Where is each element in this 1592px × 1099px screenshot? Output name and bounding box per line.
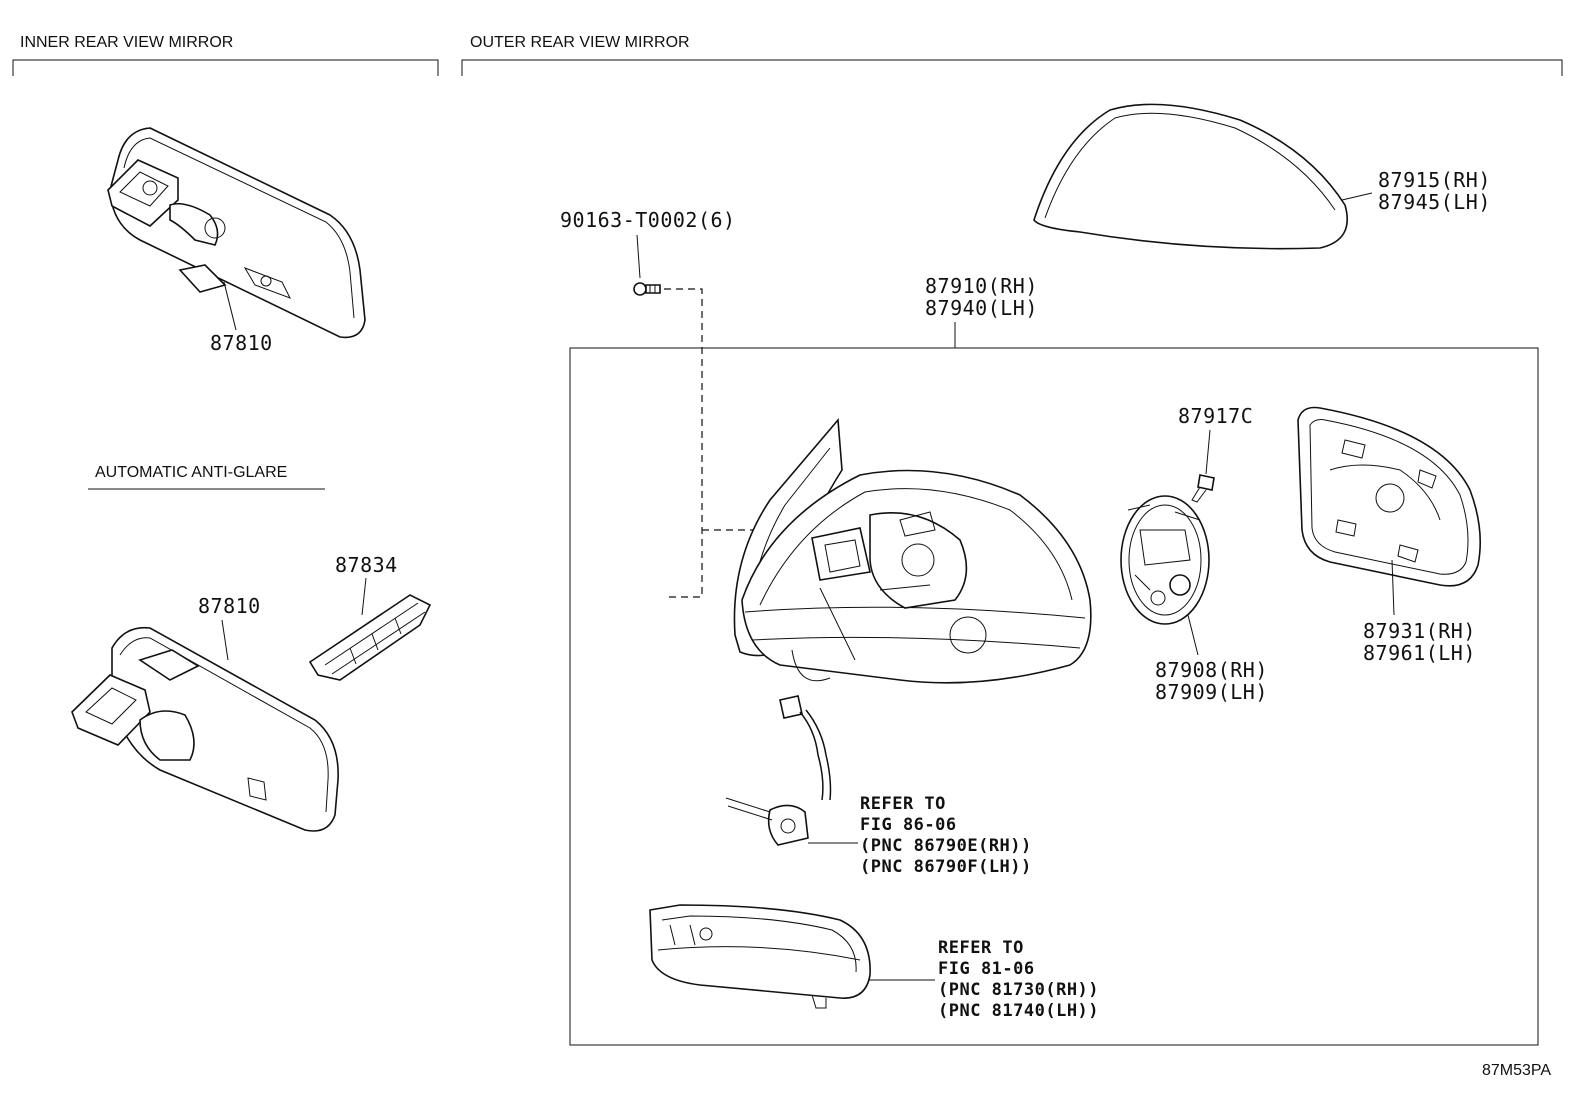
ref2-line4: (PNC 81740(LH)) — [938, 1001, 1099, 1021]
outer-mirror-bracket — [461, 59, 1563, 76]
part-87908-rh: 87908(RH) — [1155, 658, 1268, 682]
ref1-line1: REFER TO — [860, 794, 946, 814]
inner-mirror-drawing — [107, 127, 366, 339]
mirror-housing-assembly — [733, 418, 1092, 684]
anti-glare-mirror-drawing — [71, 626, 339, 832]
part-87931-rh: 87931(RH) — [1363, 619, 1476, 643]
ref1-line2: FIG 86-06 — [860, 815, 957, 835]
part-90163: 90163-T0002(6) — [560, 208, 736, 232]
part-87917c: 87917C — [1178, 404, 1253, 428]
ref1-line4: (PNC 86790F(LH)) — [860, 857, 1032, 877]
part-87810-inner: 87810 — [210, 331, 273, 355]
leader-87915 — [1341, 192, 1373, 201]
ref2-line3: (PNC 81730(RH)) — [938, 980, 1099, 1000]
wire-harness — [725, 695, 832, 846]
part-87945-lh: 87945(LH) — [1378, 190, 1491, 214]
mirror-glass-87931 — [1297, 406, 1482, 587]
ref2-line2: FIG 81-06 — [938, 959, 1035, 979]
leader-90163 — [636, 234, 641, 279]
sensor-bracket-87834 — [308, 594, 432, 681]
leader-87917c — [1205, 429, 1211, 475]
leader-87810a — [223, 281, 237, 331]
part-87909-lh: 87909(LH) — [1155, 680, 1268, 704]
leader-87908 — [1187, 614, 1199, 656]
part-87834: 87834 — [335, 553, 398, 577]
part-87910-rh: 87910(RH) — [925, 274, 1038, 298]
mirror-cover-87915 — [1033, 103, 1349, 250]
mirror-actuator-87908 — [1120, 495, 1210, 625]
part-87810-anti-glare: 87810 — [198, 594, 261, 618]
turn-signal-lamp — [649, 904, 871, 1009]
screw-90163 — [633, 282, 661, 296]
ref1-line3: (PNC 86790E(RH)) — [860, 836, 1032, 856]
anti-glare-header: AUTOMATIC ANTI-GLARE — [95, 464, 287, 481]
outer-mirror-header: OUTER REAR VIEW MIRROR — [470, 34, 690, 51]
diagram-code: 87M53PA — [1482, 1062, 1551, 1079]
ref2-line1: REFER TO — [938, 938, 1024, 958]
screw-87917c — [1191, 474, 1215, 503]
leader-87810b — [221, 619, 229, 661]
leader-87931 — [1391, 559, 1395, 616]
part-87961-lh: 87961(LH) — [1363, 641, 1476, 665]
leader-87834 — [361, 577, 367, 616]
part-87940-lh: 87940(LH) — [925, 296, 1038, 320]
inner-mirror-bracket — [12, 59, 439, 76]
screw-dashed-path — [664, 288, 703, 598]
outer-mirror-assembly-box — [569, 347, 1539, 1046]
inner-mirror-header: INNER REAR VIEW MIRROR — [20, 34, 233, 51]
part-87915-rh: 87915(RH) — [1378, 168, 1491, 192]
